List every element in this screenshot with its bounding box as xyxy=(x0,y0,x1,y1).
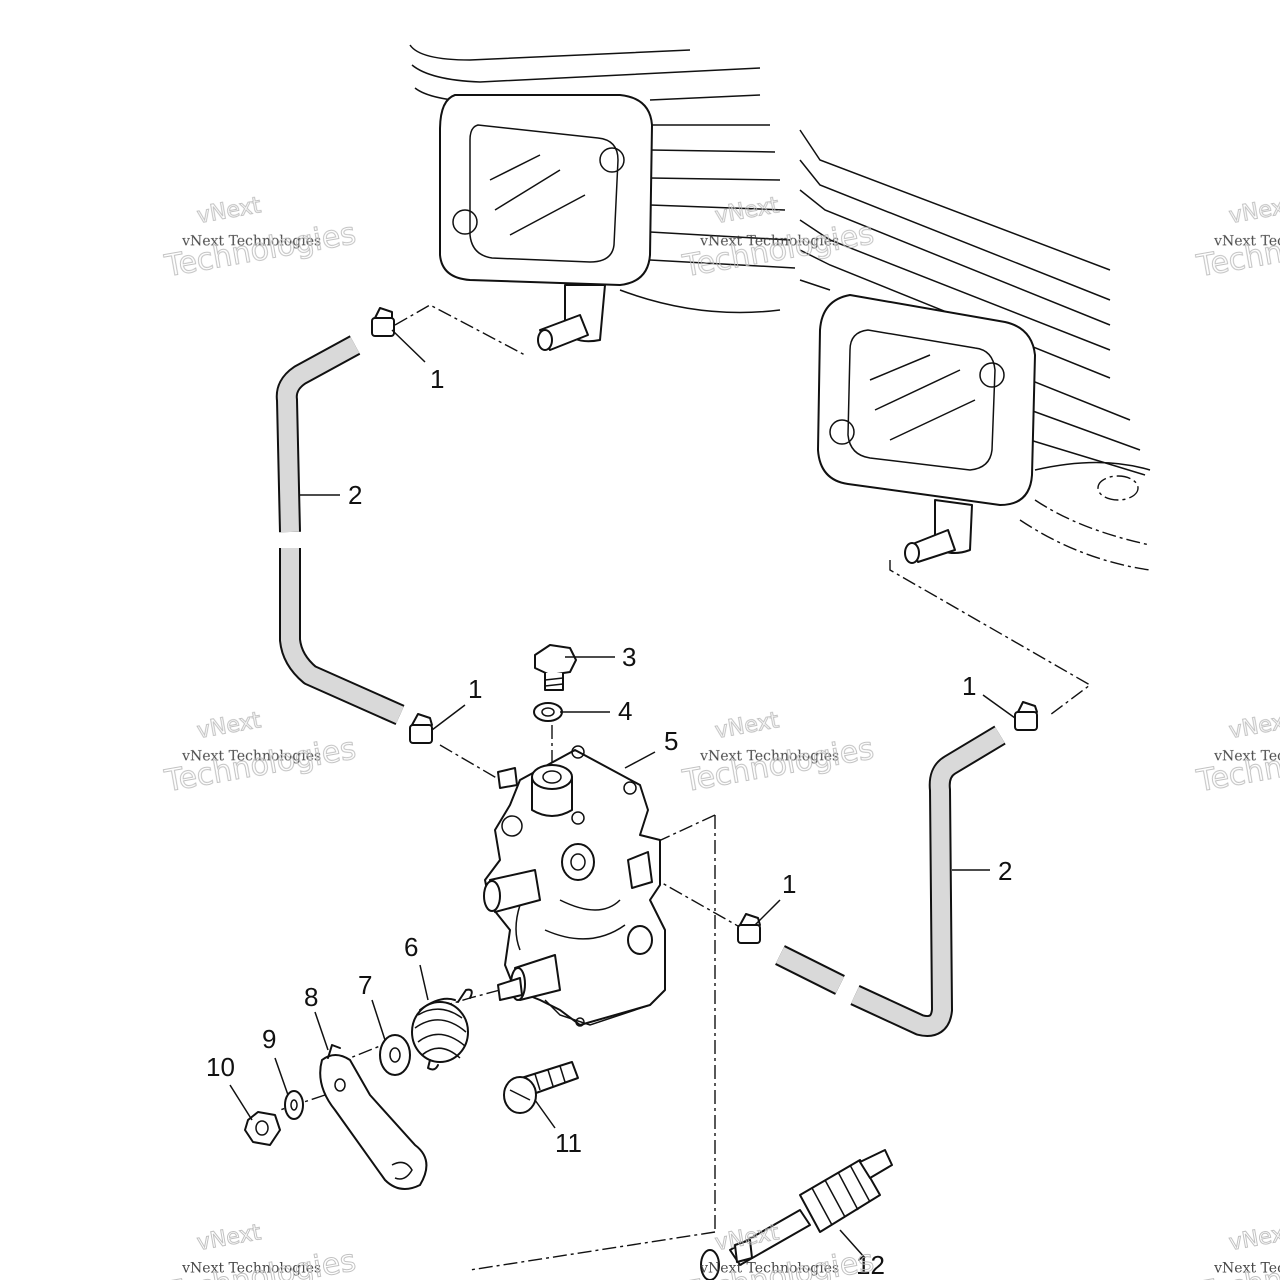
upper-right-cylinder xyxy=(799,129,1151,571)
watermark-brand-bottom: Technologies xyxy=(680,216,877,284)
left-oil-hose xyxy=(275,335,405,726)
watermark-line: vNext Technologies xyxy=(181,748,321,764)
hose-clamp-middle-left xyxy=(409,713,433,744)
watermark-brand-top: vNext xyxy=(1227,708,1280,744)
watermark-line: vNext Technologies xyxy=(1213,1260,1280,1276)
watermark-mid-middle: vNext vNext Technologies Technologies xyxy=(679,708,877,800)
watermark-brand-bottom: Technologies xyxy=(162,731,359,799)
watermark-brand-top: vNext xyxy=(713,1220,781,1256)
callout-8-lever: 8 xyxy=(304,982,318,1012)
watermark-bottom-right: vNext vNext Technologies Technologies xyxy=(1193,1220,1280,1280)
callout-12-gear: 12 xyxy=(856,1250,885,1280)
right-oil-hose xyxy=(775,725,1006,1037)
return-spring xyxy=(411,988,473,1071)
hose-clamps xyxy=(371,307,1038,944)
hose-clamp-right-pump xyxy=(737,913,761,944)
callout-1-right-pump: 1 xyxy=(782,869,796,899)
callout-1-upper-right: 1 xyxy=(962,671,976,701)
watermark-top-right: vNext vNext Technologies Technologies xyxy=(1193,193,1280,285)
drive-gear-shaft xyxy=(700,1149,893,1280)
assembly-lines xyxy=(279,304,1092,1271)
callout-4-washer: 4 xyxy=(618,696,632,726)
hose-clamp-upper-right xyxy=(1014,701,1038,731)
leader-lines xyxy=(229,329,1016,1259)
watermark-top-left: vNext vNext Technologies Technologies xyxy=(161,193,359,285)
watermark-mid-right: vNext vNext Technologies Technologies xyxy=(1193,708,1280,800)
lock-washer xyxy=(284,1090,304,1120)
watermark-line: vNext Technologies xyxy=(1213,748,1280,764)
watermark-brand-top: vNext xyxy=(195,708,263,744)
watermark-line: vNext Technologies xyxy=(181,233,321,249)
watermark-brand-bottom: Technologies xyxy=(680,731,877,799)
watermark-mid-left: vNext vNext Technologies Technologies xyxy=(161,708,359,800)
watermark-brand-top: vNext xyxy=(1227,1220,1280,1256)
callout-2-right-hose: 2 xyxy=(998,856,1012,886)
watermark-line: vNext Technologies xyxy=(699,748,839,764)
callout-5-oil-pump: 5 xyxy=(664,726,678,756)
watermark-bottom-middle: vNext vNext Technologies Technologies xyxy=(679,1220,877,1280)
callout-6-spring: 6 xyxy=(404,932,418,962)
callout-9-lock-washer: 9 xyxy=(262,1024,276,1054)
watermark-line: vNext Technologies xyxy=(1213,233,1280,249)
watermark-brand-top: vNext xyxy=(195,193,263,229)
hose-clamp-upper-left xyxy=(371,307,395,337)
watermark-line: vNext Technologies xyxy=(181,1260,321,1276)
upper-left-cylinder xyxy=(409,44,796,351)
oil-pump xyxy=(483,745,666,1027)
callout-1-middle-left: 1 xyxy=(468,674,482,704)
banjo-bolt xyxy=(534,644,577,691)
watermark-bottom-left: vNext vNext Technologies Technologies xyxy=(161,1220,359,1280)
watermark-brand-top: vNext xyxy=(713,708,781,744)
pump-control-lever xyxy=(319,1044,428,1190)
callout-3-bolt: 3 xyxy=(622,642,636,672)
callouts: 1 2 1 3 4 5 1 1 2 6 7 8 9 10 11 12 xyxy=(206,364,1012,1280)
flat-washer xyxy=(379,1034,411,1076)
watermark-brand-top: vNext xyxy=(713,193,781,229)
callout-2-left-hose: 2 xyxy=(348,480,362,510)
callout-10-nut: 10 xyxy=(206,1052,235,1082)
watermark-top-middle: vNext vNext Technologies Technologies xyxy=(679,193,877,285)
sealing-washer xyxy=(533,702,563,722)
watermark-brand-top: vNext xyxy=(195,1220,263,1256)
callout-11-screw: 11 xyxy=(555,1128,582,1158)
mounting-screw xyxy=(503,1061,579,1114)
watermark-line: vNext Technologies xyxy=(699,1260,839,1276)
watermark-brand-bottom: Technologies xyxy=(162,216,359,284)
watermark-line: vNext Technologies xyxy=(699,233,839,249)
callout-7-washer: 7 xyxy=(358,970,372,1000)
lock-nut xyxy=(244,1111,281,1146)
watermark-brand-top: vNext xyxy=(1227,193,1280,229)
callout-1-upper-left: 1 xyxy=(430,364,444,394)
watermarks: vNext vNext Technologies Technologies vN… xyxy=(161,193,1280,1280)
